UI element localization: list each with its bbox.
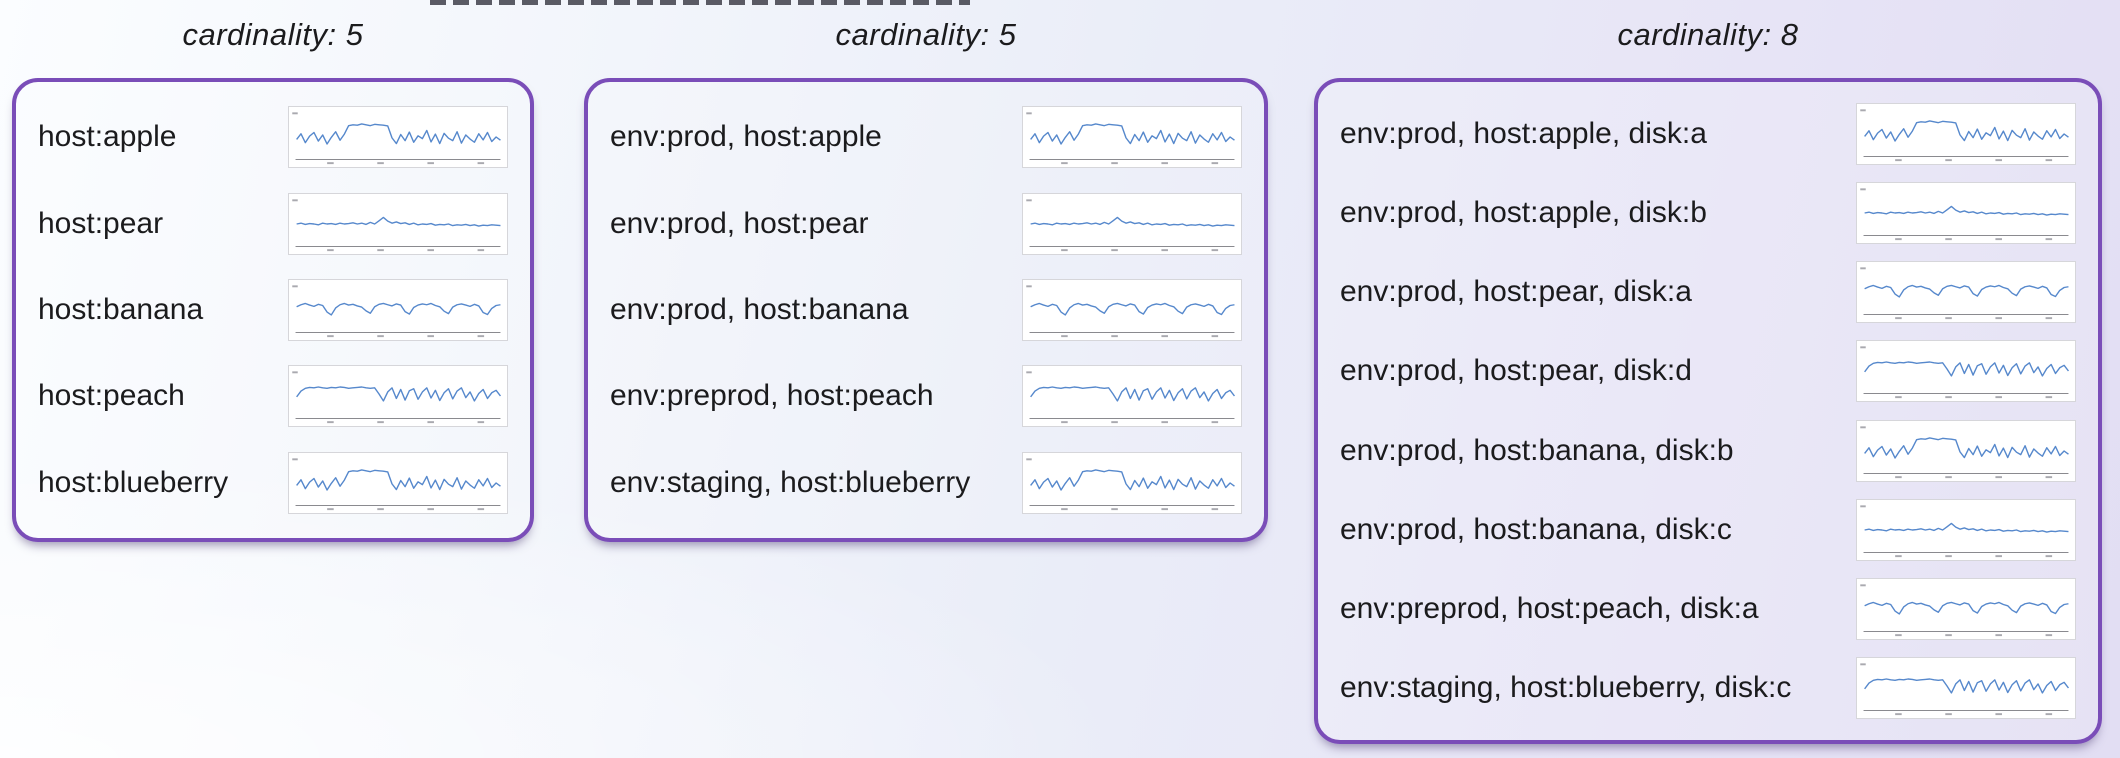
series-label: env:preprod, host:peach, disk:a [1340, 592, 1759, 626]
sparkline-chart [1026, 112, 1235, 165]
series-panel: env:prod, host:apple, disk:a env:prod, h… [1314, 78, 2102, 744]
series-row: env:prod, host:pear [610, 192, 1242, 255]
series-label: host:banana [38, 292, 204, 326]
sparkline-thumbnail [1022, 192, 1242, 255]
series-row: env:prod, host:pear, disk:d [1340, 340, 2076, 403]
series-label: env:prod, host:apple, disk:b [1340, 195, 1707, 229]
sparkline-chart [292, 371, 502, 424]
sparkline-chart [292, 112, 501, 165]
sparkline-thumbnail [1856, 657, 2076, 720]
series-row: host:blueberry [38, 451, 508, 514]
series-row: env:prod, host:apple [610, 106, 1242, 169]
series-label: env:staging, host:blueberry, disk:c [1340, 671, 1792, 705]
series-label: env:preprod, host:peach [610, 379, 934, 413]
series-label: env:prod, host:pear [610, 206, 869, 240]
series-panel: env:prod, host:apple env:prod, host:pear… [584, 78, 1268, 542]
sparkline-thumbnail [1856, 102, 2076, 165]
series-label: host:pear [38, 206, 164, 240]
series-row: host:pear [38, 192, 508, 255]
cardinality-title: cardinality: 8 [1617, 17, 1799, 52]
sparkline-thumbnail [1022, 451, 1242, 514]
sparkline-thumbnail [1022, 365, 1242, 428]
series-panel: host:apple host:pear host:banana host:pe… [12, 78, 534, 542]
series-label: env:prod, host:apple, disk:a [1340, 116, 1707, 150]
series-row: env:prod, host:apple, disk:b [1340, 181, 2076, 244]
sparkline-chart [1860, 425, 2069, 478]
sparkline-thumbnail [288, 451, 508, 514]
sparkline-chart [292, 198, 501, 251]
sparkline-thumbnail [1856, 498, 2076, 561]
cropped-text-artifact [430, 0, 970, 5]
sparkline-chart [1026, 458, 1235, 510]
series-row: env:prod, host:apple, disk:a [1340, 102, 2076, 165]
series-row: env:preprod, host:peach [610, 365, 1242, 428]
sparkline-thumbnail [1022, 106, 1242, 169]
sparkline-thumbnail [1856, 261, 2076, 324]
cardinality-title: cardinality: 5 [835, 17, 1017, 52]
series-row: env:prod, host:banana, disk:b [1340, 419, 2076, 482]
series-row: env:prod, host:banana [610, 278, 1242, 341]
sparkline-chart [292, 285, 501, 338]
series-rows: env:prod, host:apple, disk:a env:prod, h… [1318, 82, 2098, 740]
sparkline-chart [1860, 584, 2069, 637]
series-label: env:prod, host:banana, disk:c [1340, 512, 1732, 546]
sparkline-thumbnail [288, 278, 508, 341]
sparkline-chart [1860, 108, 2069, 161]
sparkline-chart [1860, 346, 2070, 399]
sparkline-chart [1026, 198, 1235, 251]
series-label: host:apple [38, 120, 177, 154]
sparkline-chart [1860, 505, 2069, 557]
series-label: env:prod, host:pear, disk:d [1340, 354, 1692, 388]
sparkline-thumbnail [1856, 419, 2076, 482]
sparkline-chart [292, 458, 501, 510]
sparkline-thumbnail [1856, 181, 2076, 244]
cardinality-title: cardinality: 5 [182, 17, 364, 52]
cardinality-group: cardinality: 5 env:prod, host:apple env:… [584, 6, 1268, 542]
series-label: host:peach [38, 379, 185, 413]
series-label: env:prod, host:apple [610, 120, 882, 154]
sparkline-chart [1860, 663, 2070, 716]
sparkline-chart [1860, 188, 2069, 240]
sparkline-thumbnail [1856, 578, 2076, 641]
series-row: env:prod, host:banana, disk:c [1340, 498, 2076, 561]
series-label: env:prod, host:banana [610, 292, 909, 326]
series-label: env:prod, host:banana, disk:b [1340, 433, 1734, 467]
series-row: host:peach [38, 365, 508, 428]
series-row: env:staging, host:blueberry [610, 451, 1242, 514]
series-rows: env:prod, host:apple env:prod, host:pear… [588, 82, 1264, 538]
sparkline-thumbnail [1856, 340, 2076, 403]
series-row: env:staging, host:blueberry, disk:c [1340, 657, 2076, 720]
sparkline-chart [1026, 371, 1236, 424]
sparkline-thumbnail [288, 365, 508, 428]
sparkline-thumbnail [288, 106, 508, 169]
sparkline-chart [1026, 285, 1235, 338]
series-row: host:banana [38, 278, 508, 341]
series-row: env:preprod, host:peach, disk:a [1340, 578, 2076, 641]
series-label: env:staging, host:blueberry [610, 465, 971, 499]
series-row: host:apple [38, 106, 508, 169]
sparkline-chart [1860, 267, 2069, 320]
cardinality-group: cardinality: 5 host:apple host:pear host… [12, 6, 534, 542]
sparkline-thumbnail [288, 192, 508, 255]
series-row: env:prod, host:pear, disk:a [1340, 261, 2076, 324]
series-rows: host:apple host:pear host:banana host:pe… [16, 82, 530, 538]
series-label: env:prod, host:pear, disk:a [1340, 275, 1692, 309]
cardinality-group: cardinality: 8 env:prod, host:apple, dis… [1314, 6, 2102, 744]
sparkline-thumbnail [1022, 278, 1242, 341]
series-label: host:blueberry [38, 465, 229, 499]
